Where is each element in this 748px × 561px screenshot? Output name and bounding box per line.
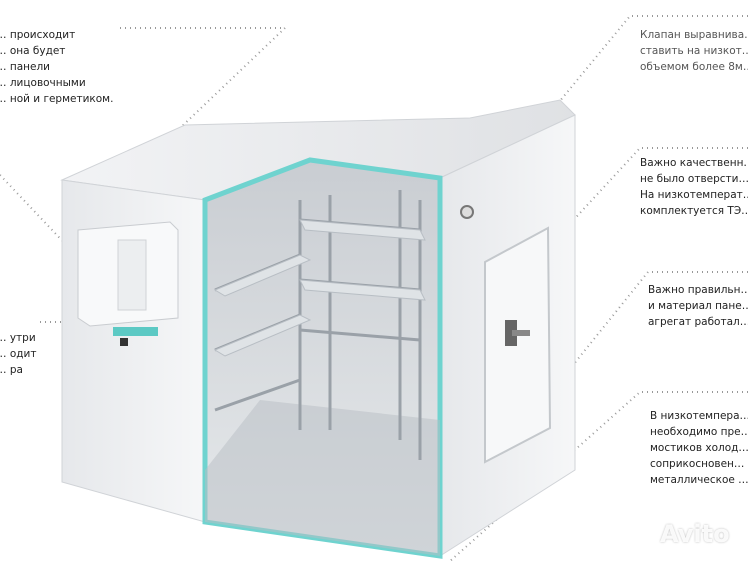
text-line: и материал пане…: [648, 300, 748, 312]
annotation-right-2: Важно качественн… не было отверсти… На н…: [640, 155, 748, 219]
pressure-valve: [460, 205, 474, 219]
text-line: мостиков холод…: [650, 442, 748, 454]
text-line: ставить на низкот…: [640, 45, 748, 57]
text-line: не было отверсти…: [640, 173, 748, 185]
text-line: необходимо пре…: [650, 426, 748, 438]
text-line: На низкотемперат…: [640, 189, 748, 201]
text-line: … ной и герметиком.: [0, 93, 114, 105]
text-line: … одит: [0, 348, 37, 360]
avito-watermark: Avito: [660, 520, 730, 548]
text-line: объемом более 8м…: [640, 61, 748, 73]
refrigeration-unit: [77, 221, 179, 346]
text-line: … панели: [0, 61, 50, 73]
annotation-right-1: Клапан выравнива… ставить на низкот… объ…: [640, 27, 748, 75]
text-line: Клапан выравнива…: [640, 29, 748, 41]
text-line: … она будет: [0, 45, 66, 57]
annotation-top-left: … происходит … она будет … панели … лицо…: [0, 27, 113, 107]
text-line: комплектуется ТЭ…: [640, 205, 748, 217]
text-line: … происходит: [0, 29, 76, 41]
shelves: [213, 219, 426, 357]
annotation-right-3: Важно правильн… и материал пане… агрегат…: [648, 282, 748, 330]
text-line: … лицовочными: [0, 77, 86, 89]
text-line: Важно качественн…: [640, 157, 748, 169]
text-line: соприкосновен…: [650, 458, 745, 470]
text-line: … ра: [0, 364, 23, 376]
text-line: … утри: [0, 332, 36, 344]
text-line: металлическое …: [650, 474, 748, 486]
annotation-right-4: В низкотемпера… необходимо пре… мостиков…: [650, 408, 748, 488]
annotation-mid-left: … утри … одит … ра: [0, 330, 36, 378]
text-line: агрегат работал…: [648, 316, 748, 328]
interior-floor: [205, 400, 440, 556]
text-line: Важно правильн…: [648, 284, 748, 296]
text-line: В низкотемпера…: [650, 410, 748, 422]
door: [484, 226, 552, 464]
